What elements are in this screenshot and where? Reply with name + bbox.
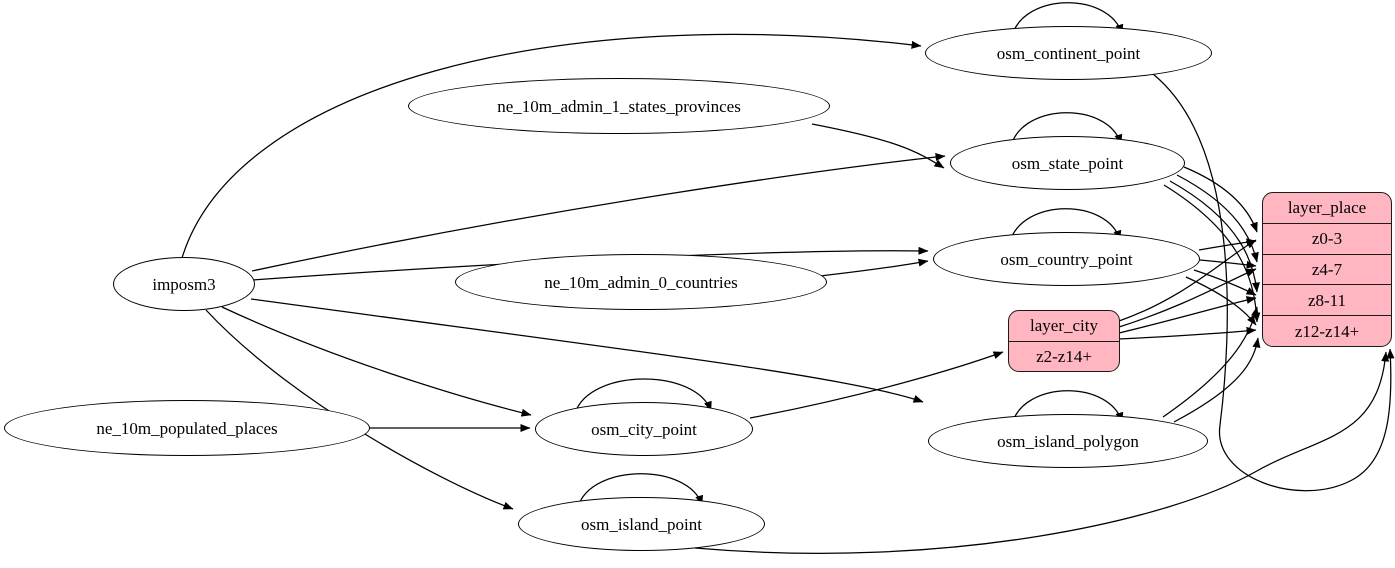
edge-osm_state_point-to-osm_state_point <box>1010 112 1123 147</box>
edge-osm_state_point-to-layer_place:z8-11 <box>1169 180 1260 293</box>
node-osm-continent-point: osm_continent_point <box>925 26 1212 80</box>
record-title: layer_city <box>1030 316 1098 336</box>
node-label: ne_10m_admin_1_states_provinces <box>497 96 741 116</box>
record-layer-city: layer_city z2-z14+ <box>1008 310 1120 372</box>
edge-osm_island_point-to-layer_place:z12-z14+ <box>694 351 1390 554</box>
node-ne-10m-populated-places: ne_10m_populated_places <box>4 400 370 456</box>
node-osm-city-point: osm_city_point <box>535 402 753 456</box>
edge-osm_country_point-to-layer_place:z0-3 <box>1198 238 1257 251</box>
node-label: imposm3 <box>152 274 216 294</box>
edge-osm_island_polygon-to-osm_island_polygon <box>1011 390 1124 425</box>
edge-osm_continent_point-to-layer_place:z12-z14+ <box>1152 73 1395 492</box>
edge-imposm3-to-osm_state_point <box>251 153 946 272</box>
record-layer-place: layer_place z0-3 z4-7 z8-11 z12-z14+ <box>1262 192 1392 347</box>
edge-osm_state_point-to-layer_place:z4-7 <box>1176 174 1259 263</box>
node-ne-10m-admin-1-states-provinces: ne_10m_admin_1_states_provinces <box>408 78 830 134</box>
node-osm-country-point: osm_country_point <box>933 232 1200 286</box>
node-ne-10m-admin-0-countries: ne_10m_admin_0_countries <box>455 254 827 310</box>
zoom-row-z0-3: z0-3 <box>1263 222 1391 254</box>
node-label: osm_city_point <box>591 419 697 439</box>
node-label: osm_island_polygon <box>997 431 1139 451</box>
node-label: osm_country_point <box>1000 249 1133 269</box>
zoom-row-z4-7: z4-7 <box>1263 253 1391 285</box>
node-label: osm_state_point <box>1011 153 1124 173</box>
edge-osm_island_polygon-to-layer_place:z8-11 <box>1162 306 1259 418</box>
edge-imposm3-to-osm_continent_point <box>181 33 922 259</box>
edge-imposm3-to-osm_island_polygon <box>250 298 924 403</box>
edge-osm_country_point-to-osm_country_point <box>1009 208 1122 243</box>
edge-osm_city_point-to-layer_city:z2-z14+ <box>749 351 1004 419</box>
record-title: layer_place <box>1287 198 1367 218</box>
edge-osm_country_point-to-layer_place:z8-11 <box>1193 269 1257 296</box>
edge-osm_country_point-to-layer_place:z4-7 <box>1199 259 1257 269</box>
edge-layer_city-to-layer_place:z8-11 <box>1118 296 1257 334</box>
edge-layer_city-to-layer_place:z4-7 <box>1118 268 1257 328</box>
edge-ne_10m_admin_0_countries-to-osm_country_point <box>819 258 929 277</box>
node-osm-island-polygon: osm_island_polygon <box>928 414 1208 468</box>
edge-osm_city_point-to-osm_city_point <box>574 378 712 414</box>
edge-layer_city-to-layer_place:z12-z14+ <box>1118 326 1257 340</box>
edge-osm_continent_point-to-osm_continent_point <box>1011 2 1124 37</box>
edge-osm_island_polygon-to-layer_place:z12-z14+ <box>1173 337 1261 423</box>
node-label: osm_continent_point <box>996 43 1141 63</box>
node-label: ne_10m_populated_places <box>96 418 278 438</box>
zoom-row-z8-11: z8-11 <box>1263 284 1391 315</box>
node-label: osm_island_point <box>581 514 702 534</box>
edge-layer_city-to-layer_place:z0-3 <box>1118 239 1257 322</box>
node-imposm3: imposm3 <box>113 257 255 311</box>
node-osm-island-point: osm_island_point <box>518 497 765 551</box>
node-osm-state-point: osm_state_point <box>950 136 1185 190</box>
edge-imposm3-to-osm_city_point <box>221 306 532 417</box>
edge-osm_island_point-to-osm_island_point <box>577 473 703 508</box>
zoom-row-z2-z14: z2-z14+ <box>1009 340 1119 372</box>
node-label: ne_10m_admin_0_countries <box>544 272 738 292</box>
zoom-row-z12-z14: z12-z14+ <box>1263 315 1391 346</box>
edge-ne_10m_admin_1_states_provinces-to-osm_state_point <box>811 123 945 169</box>
edge-osm_state_point-to-layer_place:z0-3 <box>1183 166 1258 233</box>
